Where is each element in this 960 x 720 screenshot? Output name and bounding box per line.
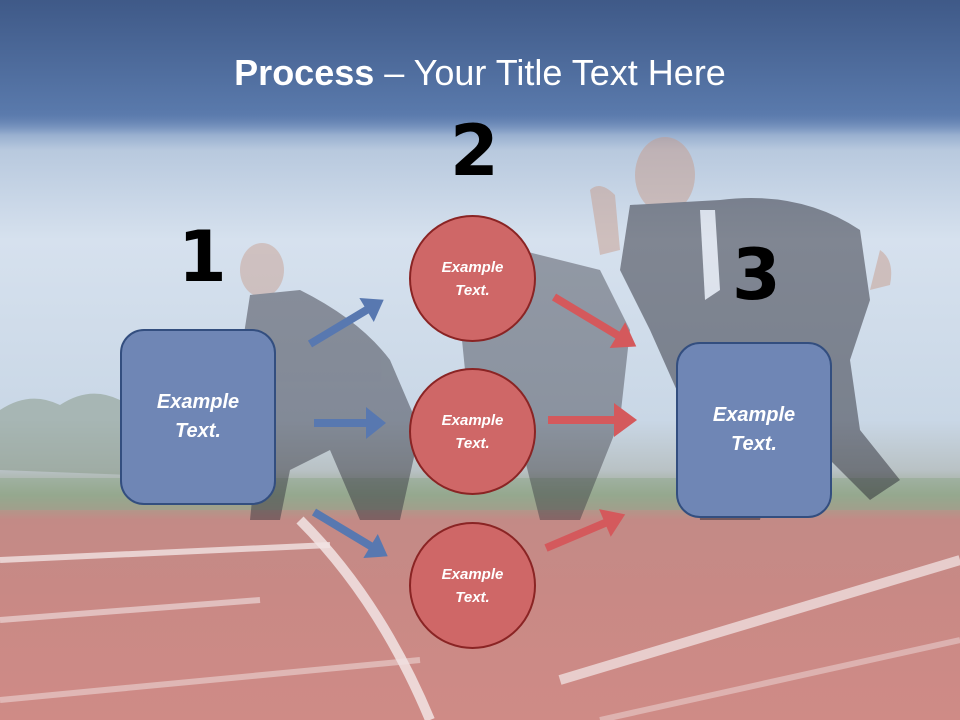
arrow-left-to-middle	[314, 407, 386, 439]
slide-title: Process – Your Title Text Here	[0, 52, 960, 94]
arrow-middle-to-right	[548, 403, 637, 437]
arrow-left-to-top	[307, 298, 384, 348]
circle-middle-text: Example Text.	[441, 411, 504, 452]
left-box-text: Example Text.	[156, 391, 240, 442]
title-bold: Process	[234, 52, 375, 93]
title-rest: – Your Title Text Here	[374, 52, 726, 93]
right-box-text: Example Text.	[712, 404, 796, 455]
title-band	[0, 0, 960, 135]
circle-bottom-text: Example Text.	[441, 565, 504, 606]
step-number-1: 1	[178, 216, 227, 298]
circle-bottom: Example Text.	[409, 522, 536, 649]
arrow-left-to-bottom	[311, 508, 388, 558]
left-box: Example Text.	[120, 329, 276, 505]
right-box: Example Text.	[676, 342, 832, 518]
step-number-2: 2	[450, 110, 499, 192]
arrow-bottom-to-right	[544, 509, 626, 552]
arrow-top-to-right	[551, 293, 637, 348]
circle-middle: Example Text.	[409, 368, 536, 495]
circle-top: Example Text.	[409, 215, 536, 342]
circle-top-text: Example Text.	[441, 258, 504, 299]
step-number-3: 3	[732, 234, 781, 316]
